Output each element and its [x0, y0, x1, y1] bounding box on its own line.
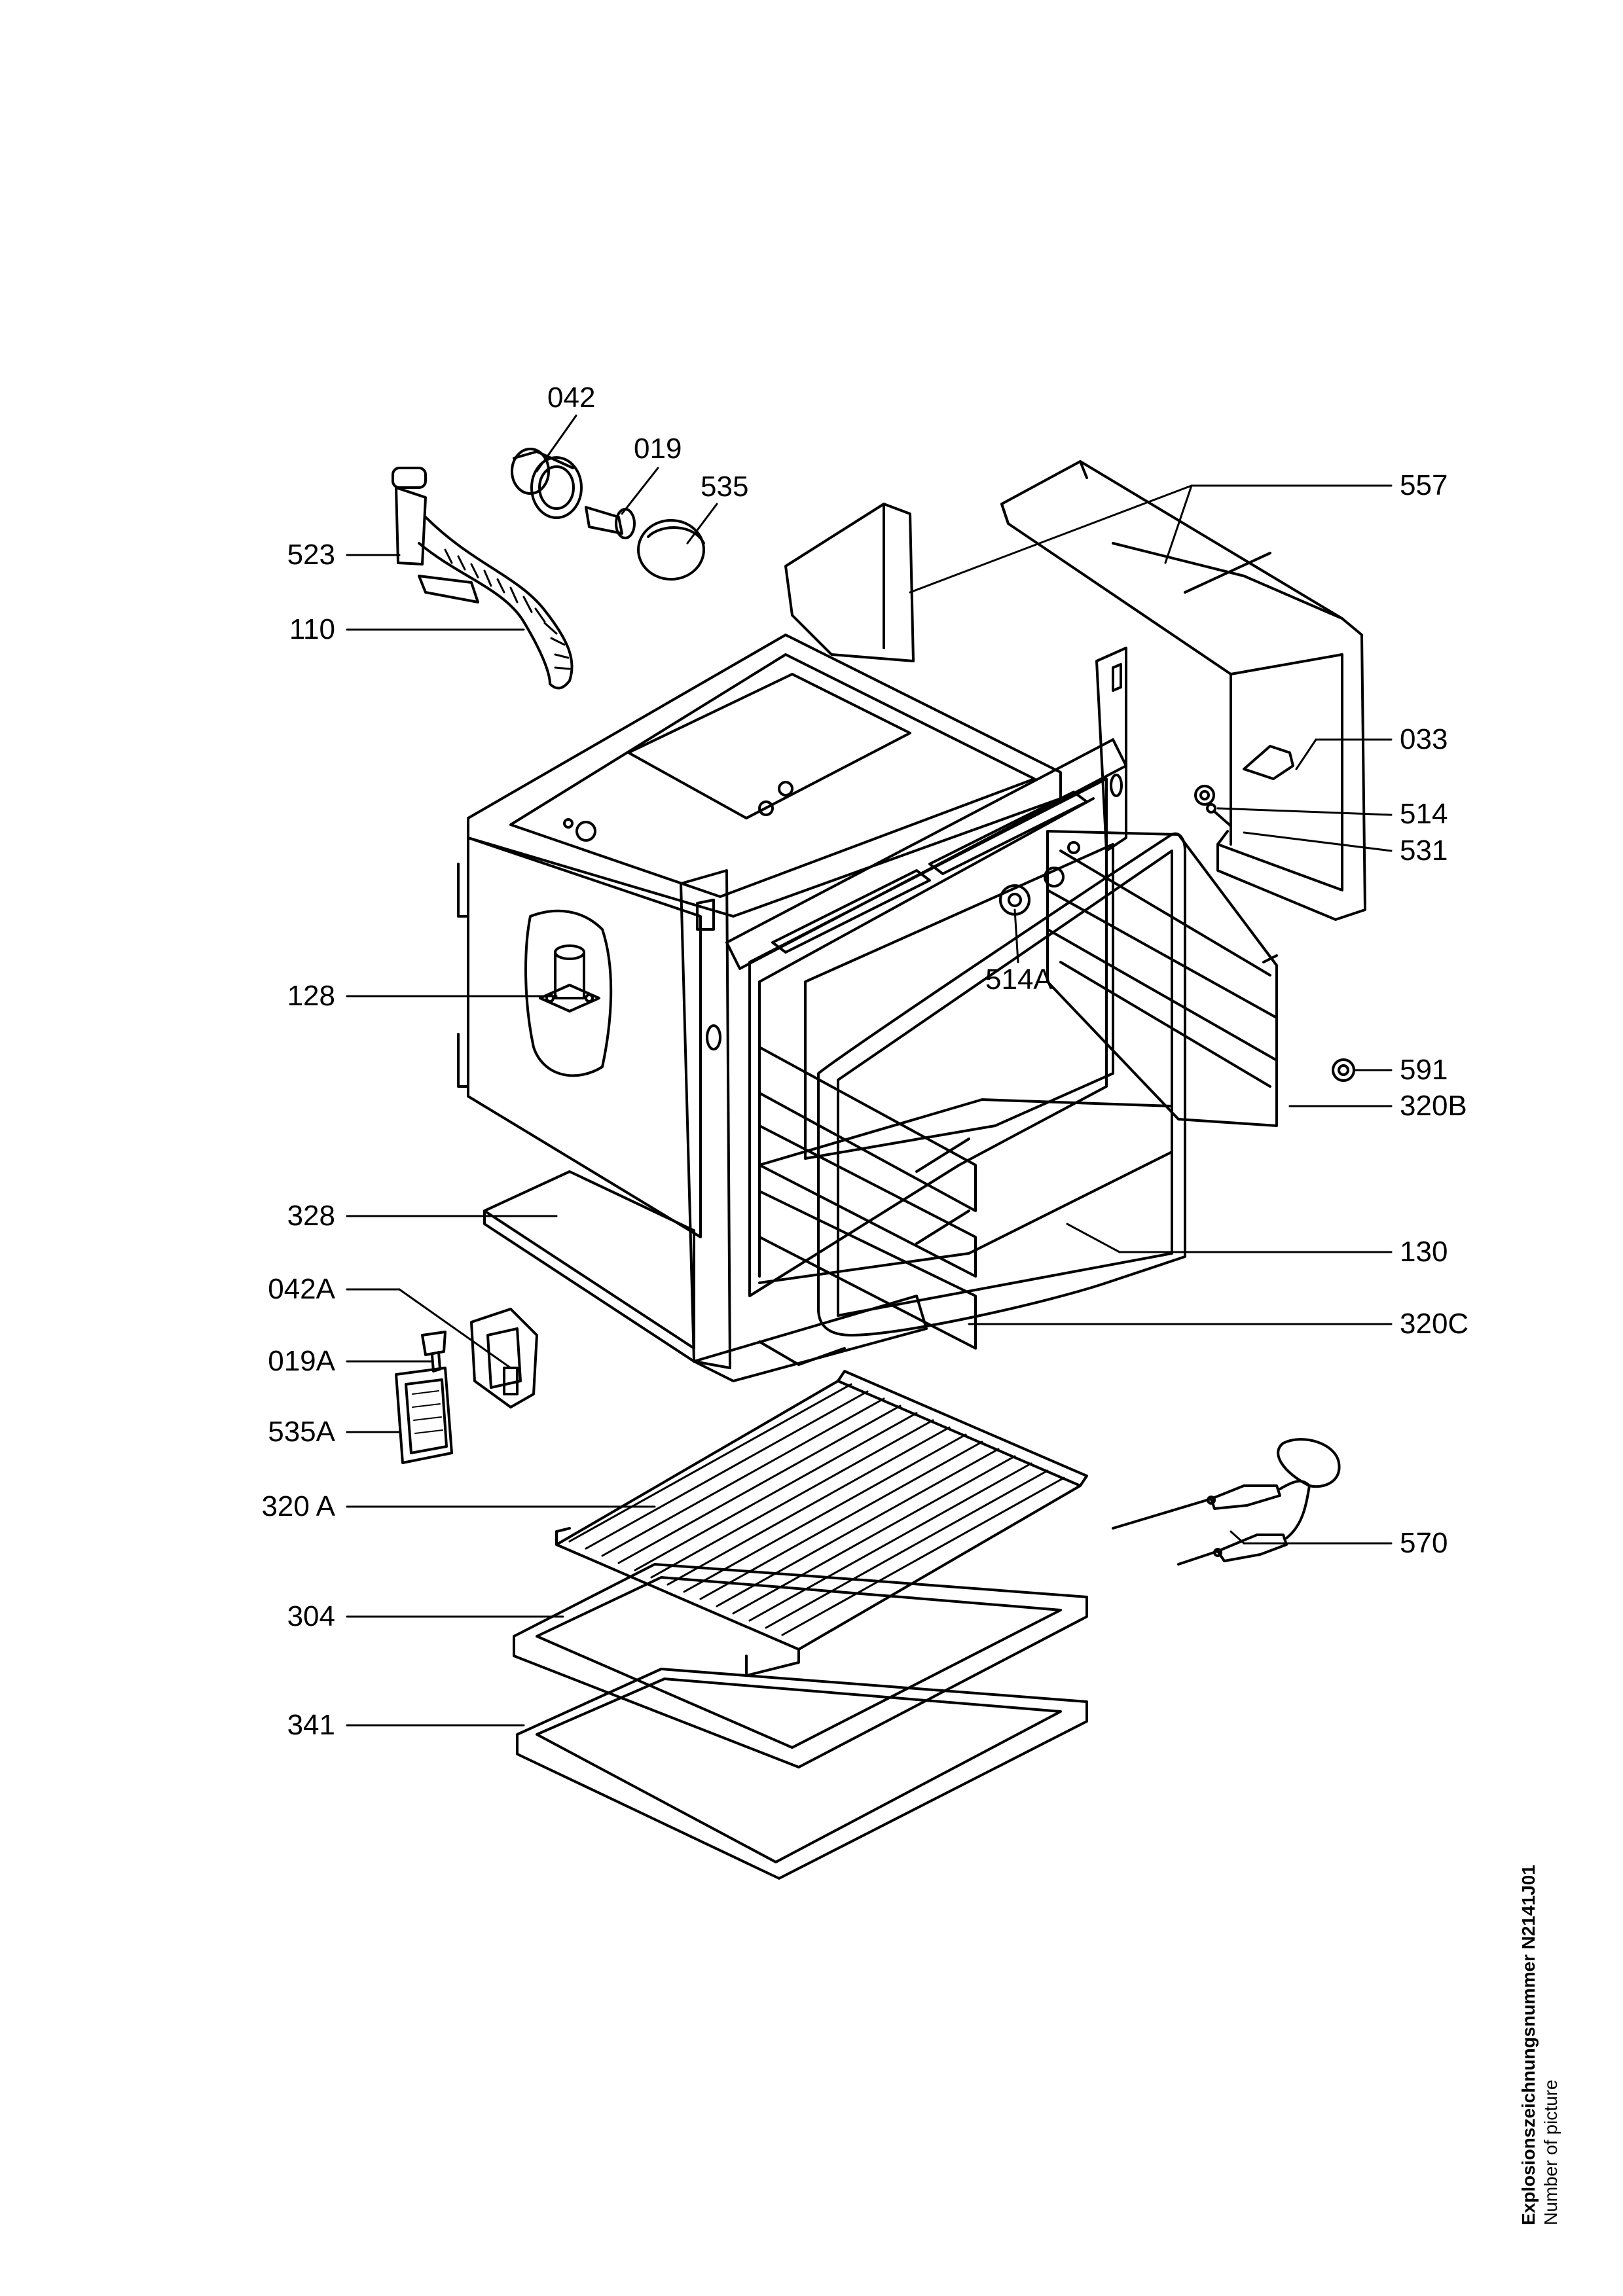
label-535: 535 [701, 471, 749, 503]
label-019A: 019A [268, 1345, 335, 1377]
side-lamp-042A-019A-535A [395, 1308, 538, 1464]
oven-cavity [457, 634, 1173, 1382]
label-033: 033 [1400, 723, 1448, 755]
label-320C: 320C [1400, 1308, 1469, 1340]
pipe-part-523-110 [392, 467, 574, 690]
label-591: 591 [1400, 1054, 1448, 1086]
label-042A: 042A [268, 1273, 335, 1305]
label-304: 304 [287, 1600, 335, 1632]
label-557: 557 [1400, 469, 1448, 501]
label-328: 328 [287, 1200, 335, 1232]
shelf-supports-320B-320C [758, 830, 1278, 1350]
label-514: 514 [1400, 798, 1448, 830]
number-of-picture-text: Number of picture [1541, 2079, 1561, 2225]
leader-lines [346, 414, 1393, 1727]
insulation-557 [784, 460, 1366, 921]
baking-tray-304 [513, 1563, 1088, 1768]
label-535A: 535A [268, 1416, 335, 1448]
wire-rack-320A [555, 1370, 1088, 1677]
label-570: 570 [1400, 1527, 1448, 1559]
label-128: 128 [287, 980, 335, 1012]
label-514A: 514A [985, 963, 1053, 996]
label-110: 110 [289, 613, 335, 645]
label-341: 341 [287, 1709, 335, 1741]
explosion-number-text: Explosionszeichnungsnummer N2141J01 [1518, 1865, 1539, 2225]
lamp-parts-042-019-535 [511, 448, 705, 581]
label-019: 019 [634, 433, 682, 465]
label-531: 531 [1400, 834, 1448, 867]
small-parts-033-514-531 [1194, 745, 1355, 1082]
label-042: 042 [547, 382, 596, 414]
baking-tray-341 [516, 1668, 1088, 1880]
label-320B: 320B [1400, 1090, 1467, 1122]
label-523: 523 [287, 539, 335, 571]
label-320A: 320 A [261, 1490, 335, 1522]
label-130: 130 [1400, 1236, 1448, 1268]
meat-probe-570 [1112, 1438, 1341, 1566]
